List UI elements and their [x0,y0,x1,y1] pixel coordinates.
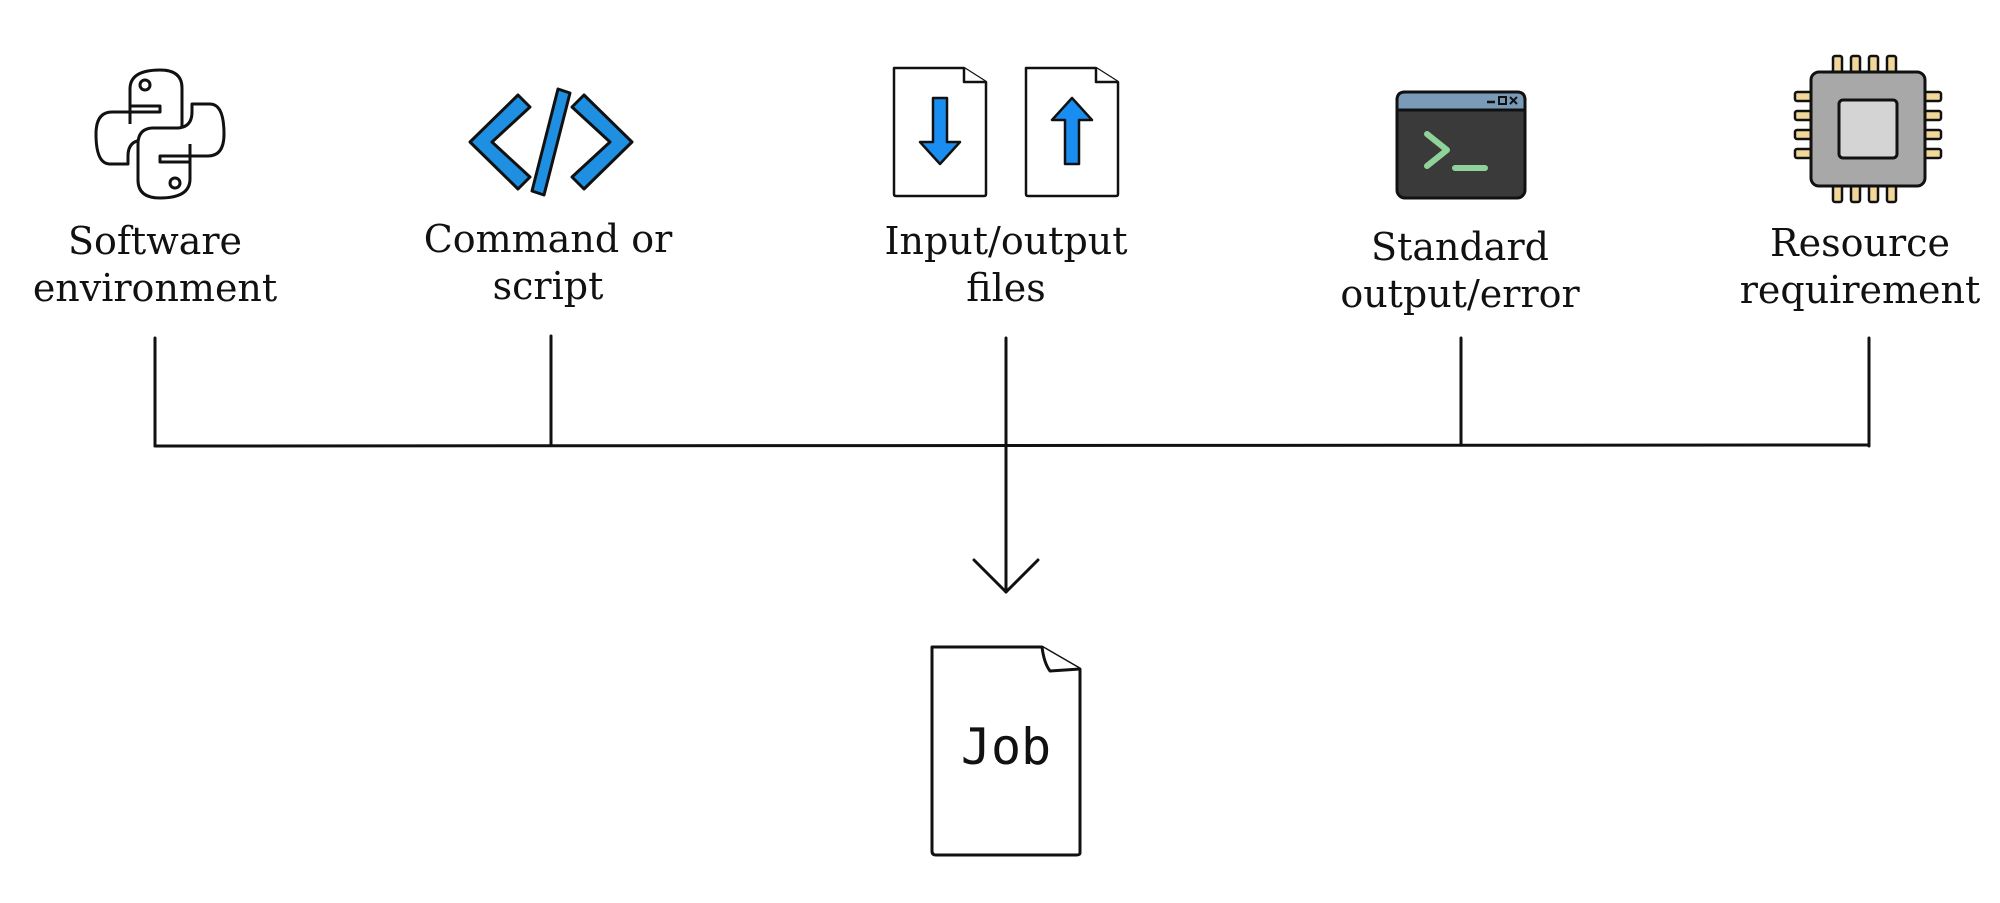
document-icon [930,645,1082,857]
label-line: Command or [423,217,673,261]
label-line: Resource [1770,221,1950,265]
code-brackets-icon [468,87,634,197]
label-software-environment: Software environment [0,218,325,312]
label-line: files [966,266,1046,310]
label-line: Software [67,219,243,263]
label-line: environment [32,266,278,310]
label-line: output/error [1340,272,1580,316]
label-resource-requirement: Resource requirement [1690,220,2000,314]
label-standard-output-error: Standard output/error [1290,224,1630,318]
label-line: requirement [1739,268,1981,312]
file-download-upload-icon [892,66,1120,198]
job-label: Job [960,718,1052,776]
cpu-chip-icon [1793,54,1943,204]
label-line: script [492,264,604,308]
label-input-output-files: Input/output files [836,218,1176,312]
terminal-icon [1395,90,1527,200]
label-line: Input/output [884,219,1128,263]
label-line: Standard [1371,225,1549,269]
label-command-or-script: Command or script [378,216,718,310]
python-icon [94,68,226,200]
